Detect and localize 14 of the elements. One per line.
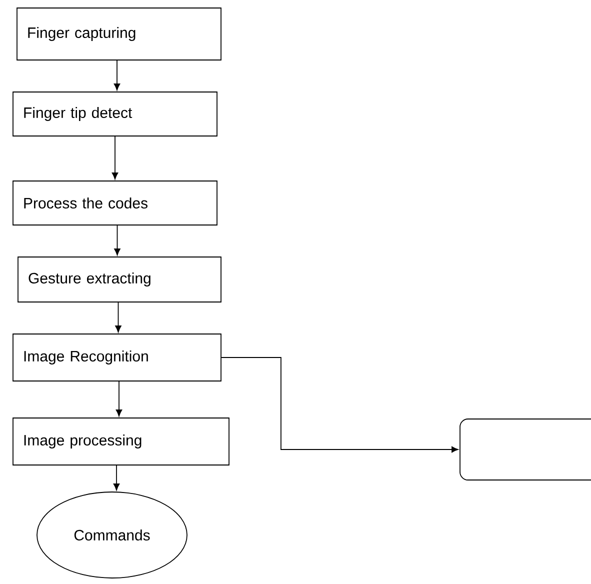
process-box: Image Recognition — [12, 334, 222, 382]
arrow — [114, 225, 120, 256]
arrow — [115, 302, 122, 332]
process-box: Finger capturing — [16, 8, 222, 60]
arrow — [116, 381, 122, 416]
arrow — [113, 465, 120, 490]
arrow — [114, 60, 120, 90]
process-box: Finger tip detect — [12, 92, 218, 136]
arrow — [112, 136, 118, 180]
arrow — [221, 357, 458, 453]
process-box: Image processing — [12, 418, 230, 466]
rounded-box — [460, 418, 591, 480]
process-box: Process the codes — [12, 180, 218, 226]
process-box: Gesture extracting — [18, 256, 222, 302]
